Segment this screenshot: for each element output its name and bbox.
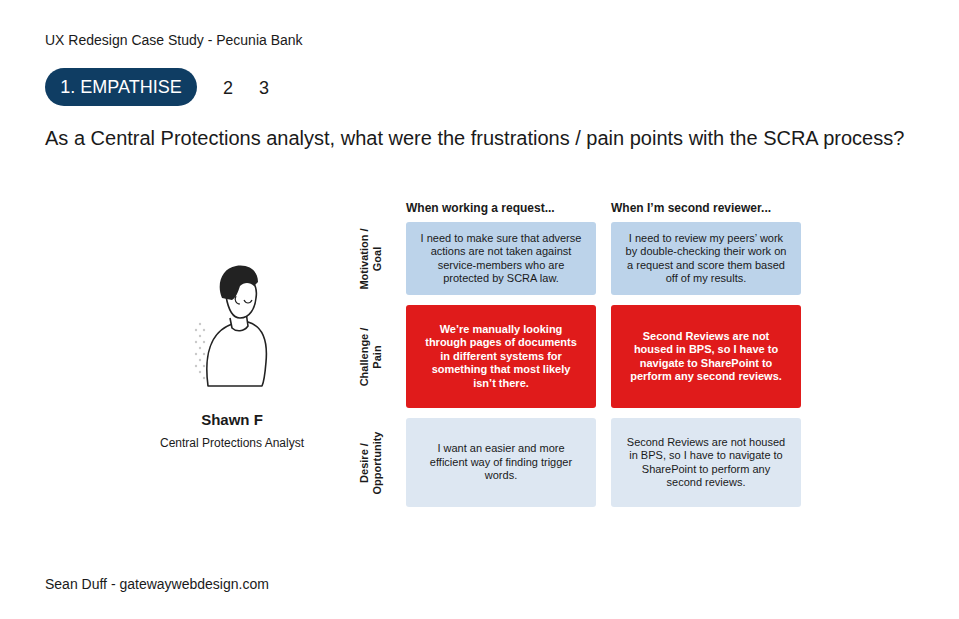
column-header: When I’m second reviewer... <box>611 201 771 215</box>
opportunity-card: Second Reviews are not housed in BPS, so… <box>611 418 801 507</box>
footer-credit: Sean Duff - gatewaywebdesign.com <box>45 576 269 592</box>
pain-card: Second Reviews are not housed in BPS, so… <box>611 305 801 408</box>
persona-name: Shawn F <box>201 411 263 428</box>
pain-card: We’re manually looking through pages of … <box>406 305 596 408</box>
avatar <box>195 266 267 386</box>
opportunity-card: I want an easier and more efficient way … <box>406 418 596 507</box>
goal-card: I need to review my peers’ work by doubl… <box>611 222 801 295</box>
card-text: I want an easier and more efficient way … <box>420 442 582 483</box>
header-label: UX Redesign Case Study - Pecunia Bank <box>45 32 303 48</box>
goal-card: I need to make sure that adverse actions… <box>406 222 596 295</box>
card-text: Second Reviews are not housed in BPS, so… <box>625 330 787 384</box>
persona-role: Central Protections Analyst <box>160 436 304 450</box>
row-label: Motivation / Goal <box>358 224 384 294</box>
card-text: Second Reviews are not housed in BPS, so… <box>625 436 787 490</box>
step-number: 2 <box>223 78 233 99</box>
step-label: 1. EMPATHISE <box>60 77 181 97</box>
card-text: I need to make sure that adverse actions… <box>420 232 582 286</box>
row-label: Desire / Opportunity <box>358 423 384 503</box>
step-number: 3 <box>259 78 269 99</box>
column-header: When working a request... <box>406 201 555 215</box>
step-pill: 1. EMPATHISE <box>45 68 197 106</box>
row-label: Challenge / Pain <box>358 322 384 392</box>
card-text: We’re manually looking through pages of … <box>420 323 582 391</box>
card-text: I need to review my peers’ work by doubl… <box>625 232 787 286</box>
page-title: As a Central Protections analyst, what w… <box>45 125 915 152</box>
